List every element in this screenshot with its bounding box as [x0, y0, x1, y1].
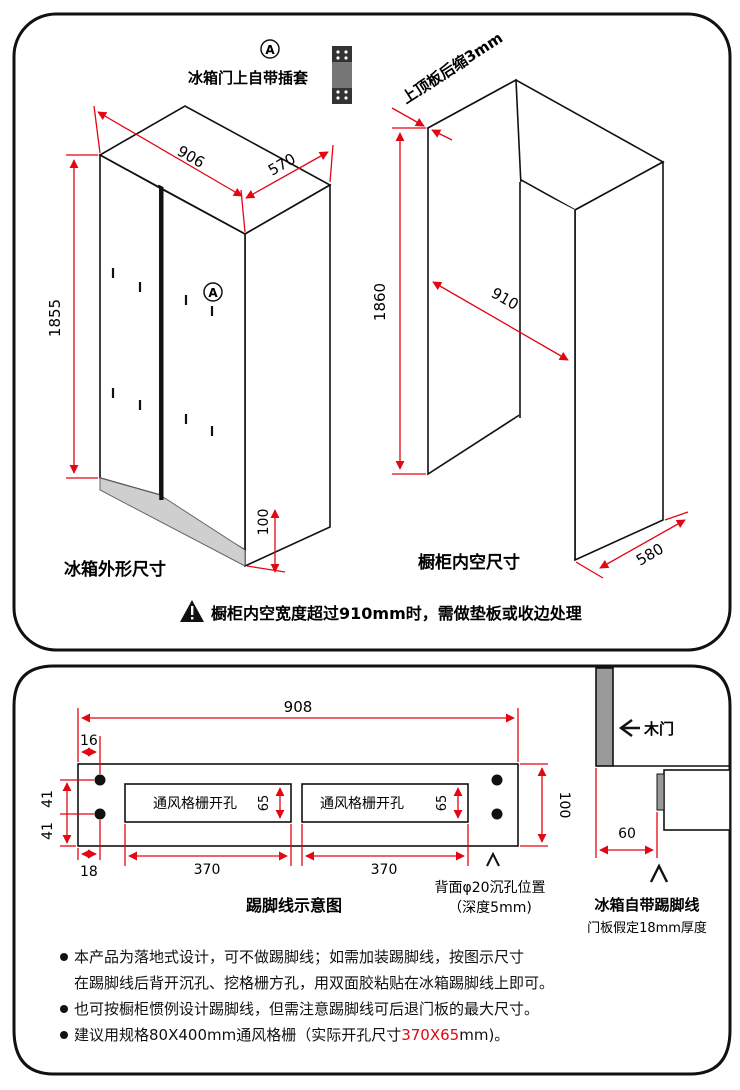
hole-spacing-top-label: 41 — [40, 790, 56, 808]
vent-right-width-label: 370 — [371, 862, 398, 878]
hole-top-right — [491, 774, 503, 786]
fridge-bottom-label: 100 — [256, 509, 272, 536]
hole-note-line2: （深度5mm) — [448, 900, 532, 916]
fridge-depth-dim — [245, 151, 329, 199]
cabinet-depth-label: 580 — [633, 540, 667, 570]
vent-left-width-label: 370 — [194, 862, 221, 878]
fridge-bottom-ext1 — [246, 565, 286, 573]
fridge-sleeve-marks — [111, 268, 214, 436]
fridge-height-label: 1855 — [46, 299, 64, 337]
bullet-icon — [60, 953, 68, 961]
hole-bottom-left — [94, 808, 106, 820]
kick-height-label: 100 — [556, 792, 572, 819]
fridge-caption: 冰箱外形尺寸 — [64, 559, 166, 580]
notes-list: 本产品为落地式设计，可不做踢脚线；如需加装踢脚线，按图示尺寸 在踢脚线后背开沉孔… — [60, 944, 700, 1048]
vent-left-label: 通风格栅开孔 — [153, 796, 237, 812]
kick-pointer-icon — [649, 863, 669, 883]
fridge-depth-ext — [329, 144, 334, 183]
cabinet-drawing — [426, 78, 665, 562]
vent-right — [301, 783, 469, 823]
cabinet-depth-ext2 — [664, 511, 689, 521]
note-item-3: 建议用规格80X400mm通风格栅（实际开孔尺寸370X65mm)。 — [60, 1022, 700, 1048]
warning-text: 橱柜内空宽度超过910mm时，需做垫板或收边处理 — [211, 604, 582, 623]
marker-a-label: A — [265, 43, 275, 57]
sleeve-icon — [332, 46, 352, 104]
fridge-drawing — [98, 105, 332, 568]
note-highlight: 370X65 — [401, 1026, 460, 1044]
kick-width-label: 908 — [284, 698, 313, 716]
vent-left — [124, 783, 292, 823]
bullet-icon — [60, 1005, 68, 1013]
note-text-1: 本产品为落地式设计，可不做踢脚线；如需加装踢脚线，按图示尺寸 — [74, 948, 525, 966]
cabinet-height-label: 1860 — [371, 283, 389, 321]
hole-bottom-right — [491, 808, 503, 820]
fridge-kick-side — [663, 769, 731, 831]
vent-left-height-label: 65 — [257, 795, 272, 812]
bottom-offset-label: 18 — [80, 864, 98, 880]
vent-right-label: 通风格栅开孔 — [320, 796, 404, 812]
bottom-panel-frame — [12, 664, 732, 1076]
kick-caption: 踢脚线示意图 — [246, 896, 342, 915]
kick-side-label: 冰箱自带踢脚线 — [594, 896, 699, 914]
fridge-kick-insert — [656, 773, 665, 811]
fridge-width-dim — [97, 111, 243, 197]
fridge-marker-a: A — [208, 286, 218, 300]
door-label: 木门 — [643, 720, 674, 738]
door-pointer-icon — [618, 719, 640, 737]
cabinet-caption: 橱柜内空尺寸 — [418, 552, 520, 573]
warning-icon — [180, 600, 204, 622]
note-item-1: 本产品为落地式设计，可不做踢脚线；如需加装踢脚线，按图示尺寸 — [60, 944, 700, 970]
note-text-4: 建议用规格80X400mm通风格栅（实际开孔尺寸 — [74, 1026, 402, 1044]
cabinet-top-note-arrow1 — [391, 107, 425, 127]
top-panel-frame — [12, 12, 732, 652]
hole-top-left — [94, 774, 106, 786]
note-item-1-cont: 在踢脚线后背开沉孔、挖格栅方孔，用双面胶粘贴在冰箱踢脚线上即可。 — [60, 970, 700, 996]
cabinet-top-note-arrow2 — [431, 129, 453, 141]
left-offset-label: 16 — [80, 733, 98, 749]
door-gap-label: 60 — [618, 826, 636, 842]
fridge-width-ext2 — [240, 189, 246, 233]
bullet-icon — [60, 1031, 68, 1039]
note-item-2: 也可按橱柜惯例设计踢脚线，但需注意踢脚线可后退门板的最大尺寸。 — [60, 996, 700, 1022]
cabinet-width-dim — [432, 281, 569, 361]
sleeve-label: 冰箱门上自带插套 — [188, 69, 309, 87]
hole-spacing-bottom-label: 41 — [40, 822, 56, 840]
note-text-3: 也可按橱柜惯例设计踢脚线，但需注意踢脚线可后退门板的最大尺寸。 — [74, 1000, 540, 1018]
fridge-marker-a-circle — [203, 282, 223, 302]
hole-note-arrow-icon — [486, 851, 500, 867]
cabinet-depth-ext1 — [575, 561, 604, 579]
vent-right-height-label: 65 — [435, 795, 450, 812]
note-text-2: 在踢脚线后背开沉孔、挖格栅方孔，用双面胶粘贴在冰箱踢脚线上即可。 — [74, 974, 555, 992]
wood-door — [595, 667, 614, 767]
hole-note-line1: 背面φ20沉孔位置 — [434, 880, 545, 896]
thickness-note: 门板假定18mm厚度 — [587, 920, 707, 936]
marker-a-circle — [260, 39, 280, 59]
note-tail: mm)。 — [459, 1026, 510, 1044]
cabinet-depth-dim — [599, 519, 686, 569]
